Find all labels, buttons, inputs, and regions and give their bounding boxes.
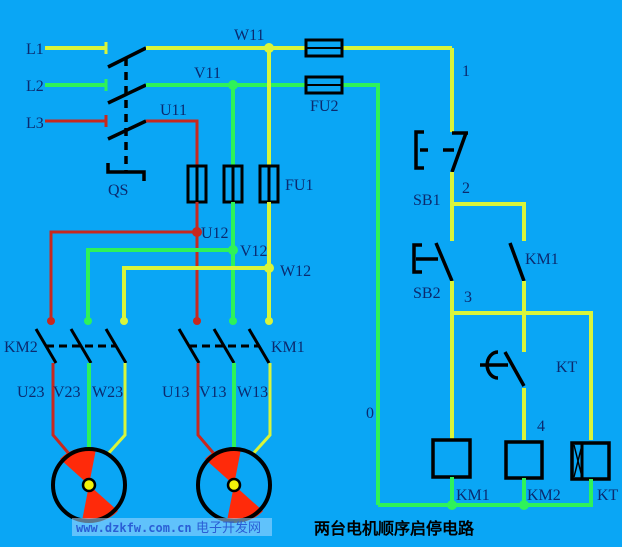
wire-V12-branch — [86, 248, 233, 320]
label-W13: W13 — [237, 384, 268, 401]
power-input: L1 L2 L3 — [26, 41, 108, 132]
coil-km1 — [431, 438, 472, 479]
node-0-km2 — [519, 500, 529, 510]
wire-control-0 — [342, 83, 380, 505]
watermark-url: www.dzkfw.com.cn — [76, 521, 192, 535]
km1-terminal-u — [193, 317, 201, 325]
watermark: www.dzkfw.com.cn 电子开发网 — [72, 518, 272, 536]
label-V12: V12 — [240, 243, 268, 260]
label-KM1-aux: KM1 — [525, 251, 559, 268]
label-U13: U13 — [162, 384, 190, 401]
node-U12 — [192, 227, 202, 237]
label-coil-KM2: KM2 — [527, 487, 561, 504]
km1-aux-contact — [508, 242, 526, 282]
label-W12: W12 — [280, 263, 311, 280]
label-FU1: FU1 — [285, 177, 313, 194]
km1-terminal-w — [265, 317, 273, 325]
stop-button-sb1[interactable] — [414, 130, 468, 173]
label-FU2: FU2 — [310, 98, 338, 115]
label-V13: V13 — [199, 384, 227, 401]
label-L2: L2 — [26, 78, 44, 95]
label-wire-2: 2 — [462, 180, 470, 197]
label-wire-1: 1 — [462, 63, 470, 80]
km2-terminal-v — [84, 317, 92, 325]
km2-terminal-u — [47, 317, 55, 325]
label-L3: L3 — [26, 115, 44, 132]
wire-W12-branch — [122, 266, 269, 320]
qs-blade-1 — [107, 46, 147, 69]
label-L1: L1 — [26, 41, 44, 58]
label-W11: W11 — [234, 27, 265, 44]
sb1-actuator — [414, 130, 424, 170]
label-U12: U12 — [201, 225, 229, 242]
label-U23: U23 — [17, 384, 45, 401]
node-W12 — [264, 263, 274, 273]
label-SB1: SB1 — [413, 192, 441, 209]
control-circuit: 1 SB1 2 SB2 KM1 3 — [366, 48, 619, 510]
qs-handle — [106, 163, 146, 181]
motor-m2 — [51, 447, 127, 523]
node-V12 — [228, 245, 238, 255]
label-coil-KM1: KM1 — [456, 487, 490, 504]
coil-km2 — [504, 440, 544, 480]
fuse-fu1: FU1 — [186, 164, 313, 204]
sb2-blade — [434, 242, 454, 282]
bus-lines: W11 V11 U11 — [146, 27, 306, 166]
sb1-blade — [450, 132, 468, 173]
m1-lead-w — [250, 363, 272, 457]
kt-blade — [503, 351, 526, 387]
label-QS: QS — [108, 182, 128, 199]
main-switch-qs: QS — [106, 46, 147, 199]
m1-lead-u — [196, 363, 217, 456]
km1-terminal-v — [229, 317, 237, 325]
sb2-actuator — [412, 243, 422, 274]
motor-leads: U23 V23 W23 U13 V13 W13 — [17, 363, 272, 457]
m1-shaft — [226, 477, 242, 493]
km2-blade-2 — [69, 328, 93, 364]
fuse-fu2: FU2 — [304, 38, 452, 505]
label-W23: W23 — [92, 384, 123, 401]
label-wire-3: 3 — [464, 289, 472, 306]
wire-2-branch — [452, 202, 526, 241]
label-V23: V23 — [53, 384, 81, 401]
wire-3-kt-coil — [452, 311, 593, 440]
label-SB2: SB2 — [413, 285, 441, 302]
label-coil-KT: KT — [597, 487, 619, 504]
watermark-bg — [72, 518, 272, 536]
wire-U12-branch — [49, 230, 197, 320]
label-wire-0: 0 — [366, 405, 374, 422]
km2-terminal-w — [120, 317, 128, 325]
coil-kt-cross-b — [573, 444, 583, 478]
km1-blade-2 — [212, 328, 236, 364]
km2-main-contacts: KM2 — [4, 328, 128, 364]
m2-lead-w — [105, 363, 127, 457]
wire-U11 — [146, 119, 199, 166]
diagram-title: 两台电机顺序启停电路 — [314, 519, 475, 538]
m2-lead-u — [51, 363, 72, 456]
distribution: U12 V12 W12 — [47, 202, 311, 325]
start-button-sb2[interactable] — [412, 242, 454, 282]
node-0-km1 — [447, 500, 457, 510]
label-wire-4: 4 — [537, 418, 545, 435]
m2-shaft — [81, 477, 97, 493]
label-KM2-main: KM2 — [4, 339, 38, 356]
motor-m1 — [196, 447, 272, 523]
watermark-site: 电子开发网 — [196, 520, 261, 536]
label-U11: U11 — [160, 102, 187, 119]
label-V11: V11 — [194, 65, 221, 82]
timer-contact-kt — [480, 350, 526, 387]
label-KM1-main: KM1 — [271, 339, 305, 356]
label-KT-contact: KT — [556, 359, 578, 376]
km1-main-contacts: KM1 — [177, 328, 305, 364]
